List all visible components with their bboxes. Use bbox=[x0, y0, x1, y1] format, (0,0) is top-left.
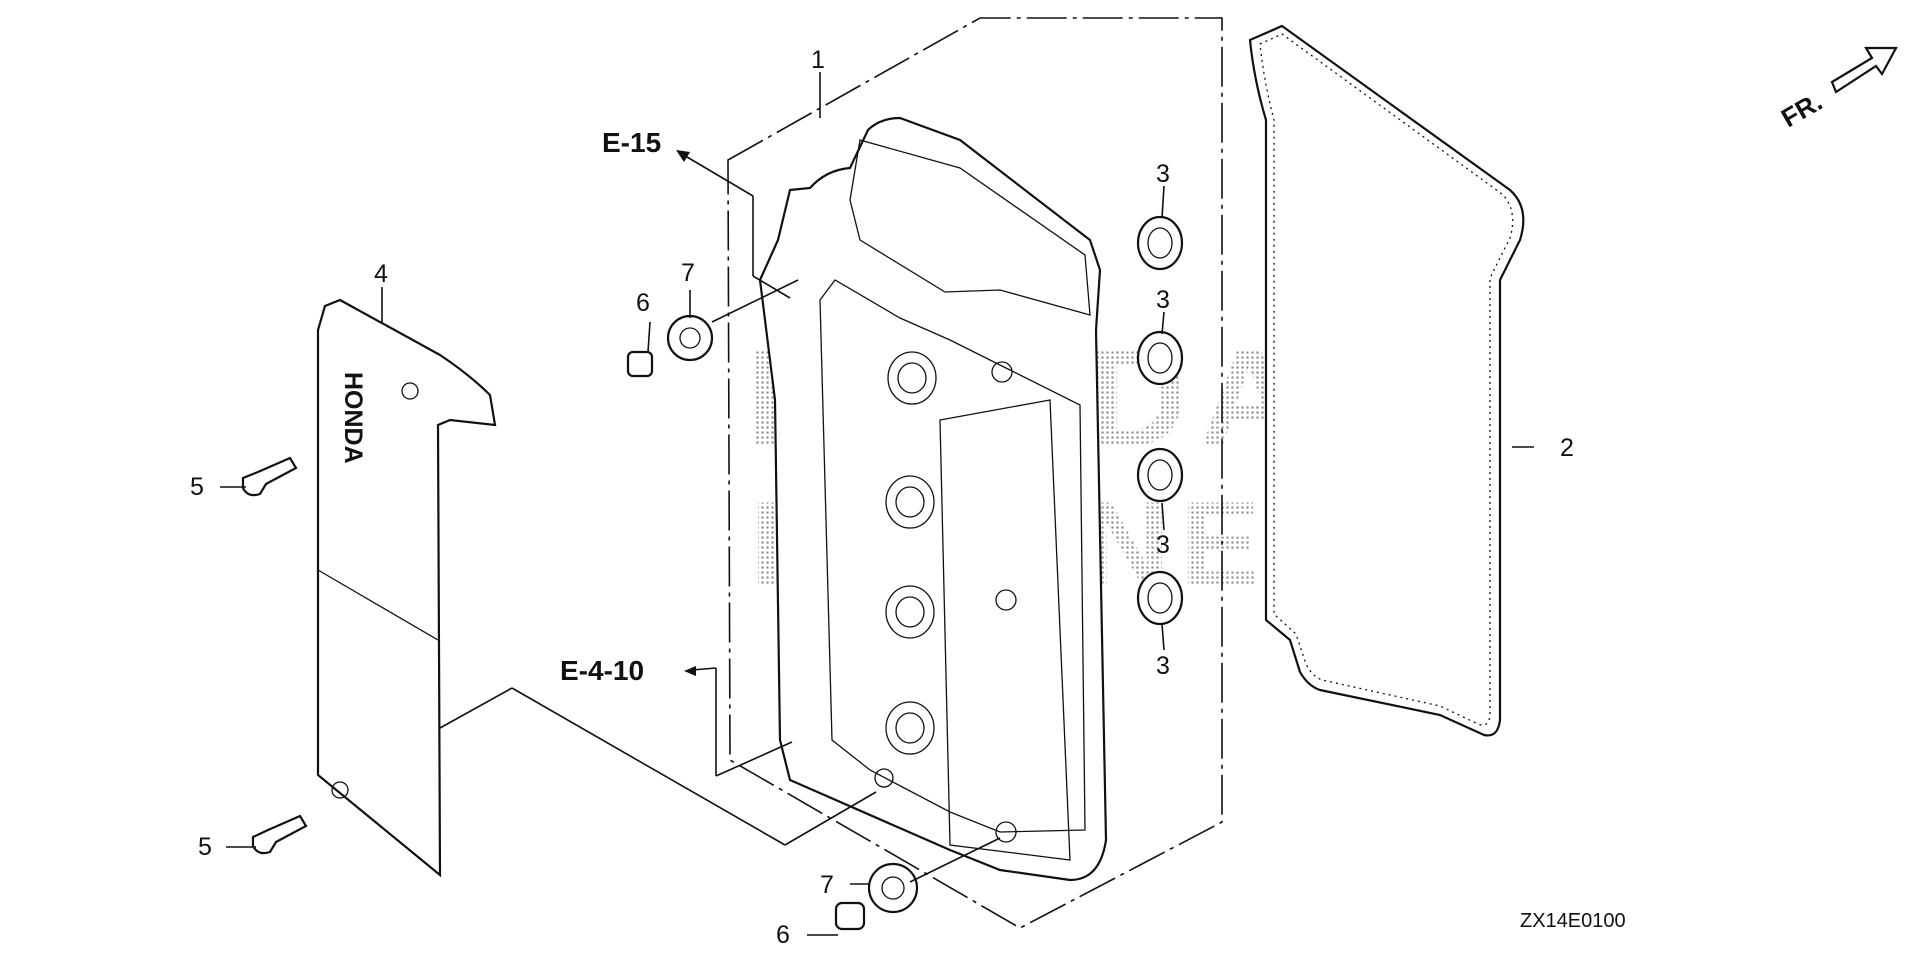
callout-3b: 3 bbox=[1156, 286, 1170, 314]
callout-3d: 3 bbox=[1156, 652, 1170, 680]
ref-e4-10[interactable]: E-4-10 bbox=[560, 655, 644, 686]
diagram-code: ZX14E0100 bbox=[1520, 910, 1626, 932]
callout-6b: 6 bbox=[776, 921, 790, 949]
callout-5b: 5 bbox=[198, 833, 212, 861]
callout-5a: 5 bbox=[190, 473, 204, 501]
ref-e15[interactable]: E-15 bbox=[602, 127, 661, 158]
callout-3c: 3 bbox=[1156, 531, 1170, 559]
callout-4: 4 bbox=[374, 260, 388, 288]
callout-3a: 3 bbox=[1156, 160, 1170, 188]
callout-6a: 6 bbox=[636, 289, 650, 317]
callout-7a: 7 bbox=[681, 259, 695, 287]
plug-seals bbox=[1136, 215, 1184, 626]
callout-2: 2 bbox=[1560, 434, 1574, 462]
grommets bbox=[666, 314, 919, 914]
callout-7b: 7 bbox=[820, 871, 834, 899]
direction-label: FR. bbox=[1776, 86, 1827, 133]
leader-lines bbox=[220, 72, 1534, 936]
bolts-6 bbox=[626, 350, 866, 931]
assembly-boundary bbox=[727, 17, 1223, 929]
engine-cover: HONDA bbox=[316, 298, 497, 878]
bolts-5 bbox=[241, 456, 308, 855]
cylinder-head-cover bbox=[758, 116, 1108, 882]
cover-brand-emboss: HONDA bbox=[339, 372, 367, 464]
callout-1: 1 bbox=[811, 46, 825, 74]
head-cover-gasket bbox=[1248, 24, 1525, 737]
front-direction-indicator: FR. bbox=[1776, 46, 1898, 133]
